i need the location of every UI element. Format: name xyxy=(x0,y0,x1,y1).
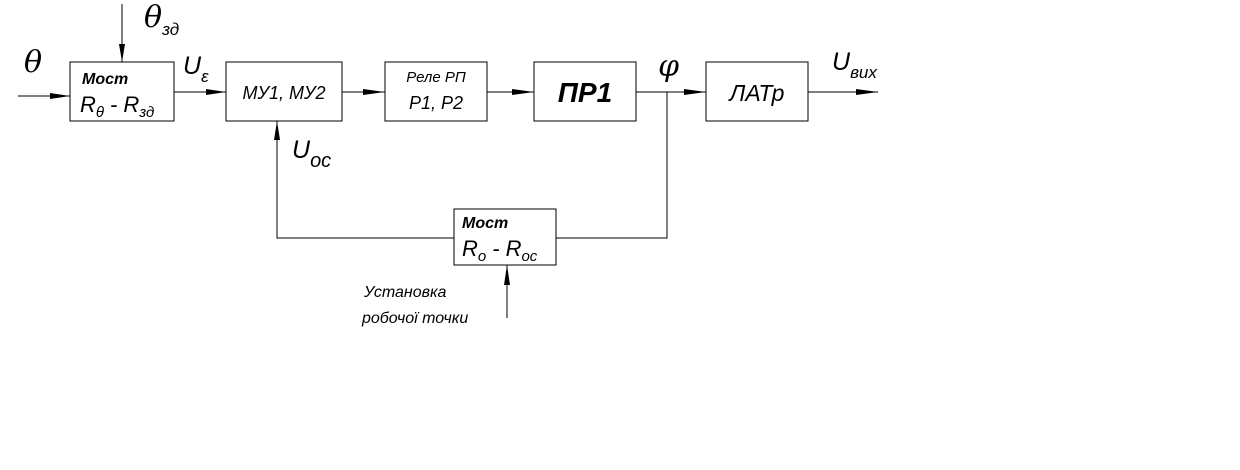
u-eps-label: Uε xyxy=(183,52,209,86)
calibration-label-line1: Установка xyxy=(363,284,447,301)
bridge2-r1: R xyxy=(462,236,478,261)
arrowhead-theta-set xyxy=(119,44,125,62)
theta-set-sub: зд xyxy=(161,20,179,39)
bridge1-title: Мост xyxy=(82,71,128,88)
bridge1-r2-sub: зд xyxy=(138,104,154,121)
block-amplifier: МУ1, МУ2 xyxy=(225,61,343,122)
phi-feedback-line xyxy=(556,92,668,239)
u-out-main: U xyxy=(832,48,851,76)
signal-lines xyxy=(18,4,878,318)
pr1-label: ПР1 xyxy=(558,77,612,108)
block-pr1: ПР1 xyxy=(533,61,637,122)
bridge2-formula: Rо-Rос xyxy=(462,236,538,265)
arrowhead-pr1 xyxy=(512,89,534,95)
bridge2-box xyxy=(453,208,557,266)
u-out-sub: вих xyxy=(850,63,877,82)
relay-title: Реле РП xyxy=(406,69,466,86)
arrowheads xyxy=(50,44,878,285)
block-latr: ЛАТр xyxy=(705,61,809,122)
arrowhead-u-fb xyxy=(274,121,280,140)
arrowhead-latr xyxy=(684,89,706,95)
arrowhead-u-eps xyxy=(206,89,226,95)
bridge1-r1: R xyxy=(80,92,96,117)
theta-label: θ xyxy=(24,45,42,80)
bridge1-r2: R xyxy=(123,92,139,117)
block-relay: Реле РП Р1, Р2 xyxy=(384,61,488,122)
block-bridge2: Мост Rо-Rос xyxy=(453,208,557,266)
bridge2-r2: R xyxy=(506,236,522,261)
bridge1-dash: - xyxy=(110,92,117,117)
bridge1-formula: Rθ-Rзд xyxy=(80,92,154,121)
relay-label: Р1, Р2 xyxy=(409,93,463,113)
bridge2-title: Мост xyxy=(462,215,508,232)
amplifier-label: МУ1, МУ2 xyxy=(242,83,325,103)
calibration-label-line2: робочої точки xyxy=(361,310,468,327)
arrowhead-calibration xyxy=(504,265,510,285)
bridge1-r1-sub: θ xyxy=(96,104,104,121)
arrowhead-relay xyxy=(363,89,385,95)
arrowhead-output xyxy=(856,89,878,95)
relay-box xyxy=(384,61,488,122)
bridge2-r2-sub: ос xyxy=(521,248,537,265)
latr-box xyxy=(705,61,809,122)
latr-label: ЛАТр xyxy=(728,80,785,106)
pr1-box xyxy=(533,61,637,122)
amplifier-box xyxy=(225,61,343,122)
theta-set-main: θ xyxy=(144,0,162,35)
bridge1-box xyxy=(69,61,175,122)
arrowhead-theta xyxy=(50,93,70,99)
phi-label: φ xyxy=(658,49,679,84)
u-fb-line xyxy=(276,121,454,239)
theta-set-label: θзд xyxy=(144,0,179,39)
u-eps-sub: ε xyxy=(201,67,209,86)
bridge2-dash: - xyxy=(492,236,499,261)
u-eps-main: U xyxy=(183,52,202,80)
u-fb-main: U xyxy=(292,136,311,164)
bridge2-r1-sub: о xyxy=(478,248,486,265)
u-fb-sub: ос xyxy=(310,150,331,172)
u-fb-label: Uос xyxy=(292,136,331,172)
u-out-label: Uвих xyxy=(832,48,877,82)
block-bridge1: Мост Rθ-Rзд xyxy=(69,61,175,122)
